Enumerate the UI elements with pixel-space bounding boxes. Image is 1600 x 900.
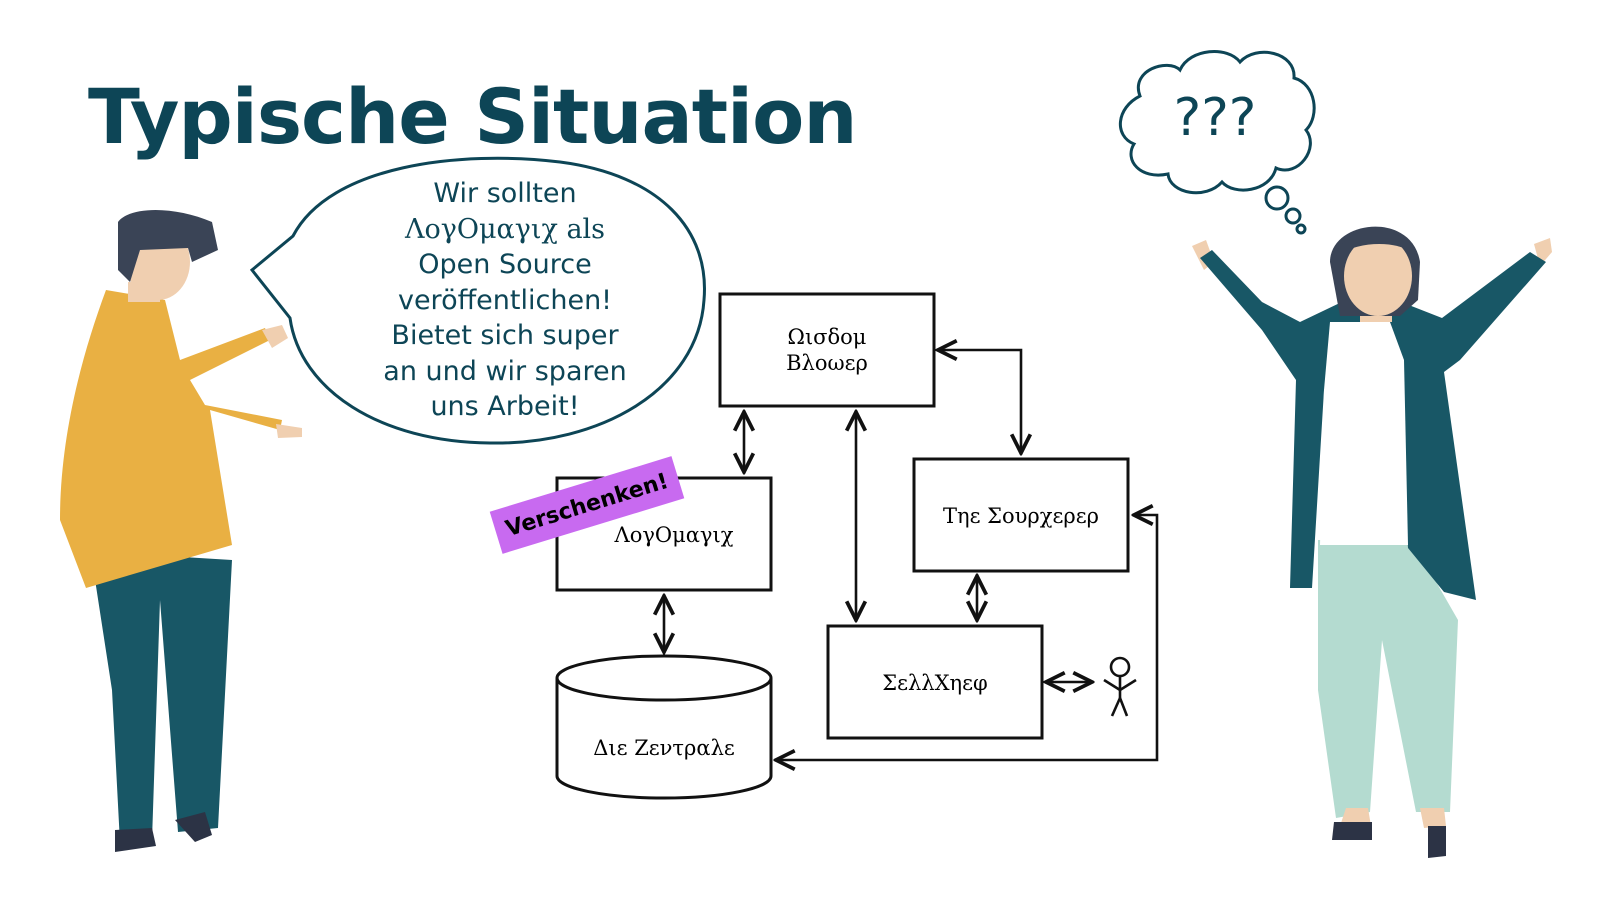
man-shirt — [60, 290, 282, 588]
thought-dot-large — [1264, 185, 1290, 211]
central-cylinder-body — [555, 678, 773, 800]
central-cylinder-top — [555, 654, 773, 702]
man-shoe-right — [175, 812, 212, 842]
thought-cloud — [1118, 50, 1316, 195]
woman-shoe-left — [1332, 822, 1372, 840]
man-shoe-left — [115, 828, 156, 852]
page-title: Typische Situation — [88, 72, 857, 161]
logomagic-label: ΛογΟμαγιχ — [614, 523, 734, 547]
speech-bubble-outline — [249, 156, 706, 445]
man-pants — [92, 555, 232, 843]
woman-pants — [1318, 540, 1458, 818]
wisdom-label-line: Ωισδομ — [787, 325, 867, 349]
arrow-central-sourcerer — [776, 515, 1159, 760]
woman-shirt — [1320, 322, 1408, 545]
speech-bubble-text: Wir sollten ΛογΟμαγιχ als Open Source ve… — [330, 176, 680, 425]
woman-figure — [1192, 226, 1552, 858]
speech-line: veröffentlichen! — [397, 284, 613, 316]
man-hand-upper — [262, 325, 288, 348]
woman-coat — [1200, 250, 1546, 600]
man-figure — [60, 210, 302, 852]
wisdom-box — [718, 292, 936, 408]
woman-shoe-right — [1428, 826, 1446, 858]
speech-line: ΛογΟμαγιχ als — [404, 213, 606, 245]
wisdom-label: Ωισδομ Βλοωερ — [720, 324, 934, 376]
thought-bubble-text: ??? — [1173, 88, 1257, 148]
selfcheck-label: ΣελλΧηεφ — [882, 671, 988, 695]
arrow-wisdom-sourcerer — [938, 350, 1021, 453]
speech-line: Open Source — [418, 249, 592, 280]
thought-dot-medium — [1284, 207, 1302, 225]
speech-line: an und wir sparen — [383, 355, 627, 387]
sourcerer-label: Τηε Σουρχερερ — [943, 504, 1099, 528]
user-stick-figure — [1103, 656, 1137, 717]
thought-dot-small — [1295, 223, 1307, 235]
woman-head — [1344, 236, 1412, 316]
diagram-arrows — [664, 350, 1159, 760]
wisdom-label-line: Βλοωερ — [786, 351, 868, 375]
thought-bubble — [1118, 50, 1316, 235]
speech-line: uns Arbeit! — [430, 391, 580, 422]
speech-line: Wir sollten — [433, 178, 577, 209]
speech-bubble — [249, 156, 706, 445]
speech-line: Bietet sich super — [391, 320, 619, 351]
central-label: Διε Ζεντραλε — [593, 736, 735, 760]
man-hand-lower — [276, 424, 302, 438]
man-hair — [118, 210, 218, 282]
